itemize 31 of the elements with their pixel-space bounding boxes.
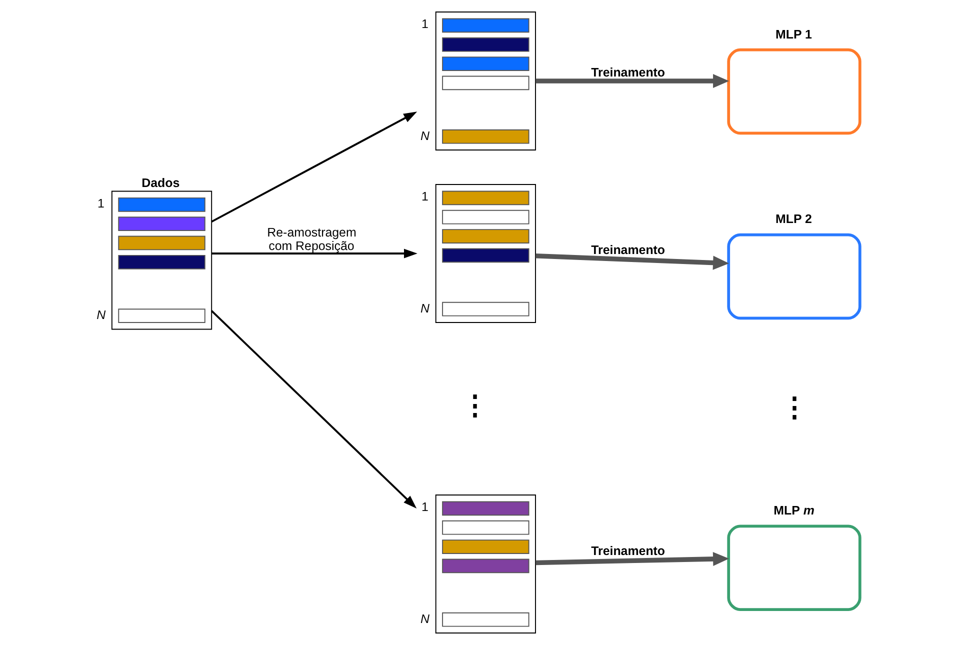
- node-label: 1: [97, 196, 104, 210]
- arrow: [211, 248, 417, 258]
- node-box: [434, 494, 536, 634]
- node-label: Dados: [141, 176, 180, 190]
- arrow: [210, 310, 416, 509]
- edge-label: Treinamento: [590, 66, 665, 80]
- node-box: [434, 184, 536, 323]
- arrow: [535, 74, 729, 88]
- arrow: [210, 112, 417, 222]
- node-label: N: [420, 301, 429, 316]
- node-box: [110, 190, 212, 330]
- arrow: [535, 552, 729, 566]
- node-box: [726, 48, 861, 135]
- node-label: 1: [420, 17, 428, 32]
- node-label: 1: [420, 500, 428, 514]
- label: ⋮: [780, 392, 808, 422]
- node-box: [434, 12, 536, 150]
- arrow: [535, 253, 729, 270]
- node-label: 1: [420, 190, 428, 204]
- node-label: N: [420, 128, 429, 143]
- node-box: [726, 524, 861, 611]
- node-box: [726, 233, 861, 320]
- edge-label: Treinamento: [590, 544, 665, 558]
- edge-label: Treinamento: [590, 242, 665, 257]
- edge-label: Re-amostragem com Reposição: [266, 226, 356, 254]
- label: ⋮: [461, 390, 488, 420]
- node-label: MLP 2: [775, 212, 812, 226]
- node-label: N: [420, 612, 429, 626]
- node-label: N: [96, 308, 106, 322]
- node-label: MLP 1: [775, 27, 812, 42]
- node-label: MLP m: [773, 504, 814, 518]
